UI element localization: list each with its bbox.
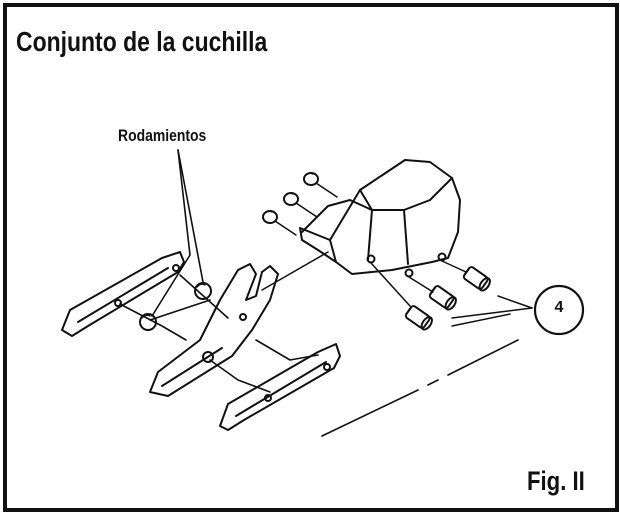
left-fork-plate (61, 251, 185, 337)
page-title: Conjunto de la cuchilla (16, 26, 268, 57)
blade-housing (299, 159, 461, 278)
bolt-set (404, 266, 491, 331)
bolt-icon (404, 305, 433, 331)
shaft-lines (119, 274, 319, 393)
bearing-icons (139, 282, 212, 331)
bolt-icon (462, 266, 491, 292)
figure-frame (3, 3, 619, 512)
right-plate (219, 343, 341, 431)
bolt-icon (428, 285, 457, 311)
bearings-leader-lines (151, 149, 204, 317)
figure-label: Fig. II (527, 466, 585, 496)
part-number-label: 4 (554, 299, 564, 316)
part-4-callout-circle (533, 284, 585, 336)
center-blade (149, 263, 279, 397)
bearings-label: Rodamientos (118, 126, 207, 145)
assembly-lines (261, 251, 511, 327)
part-4-leader-lines (451, 295, 533, 319)
top-bolts (262, 172, 338, 236)
center-line (321, 339, 519, 437)
